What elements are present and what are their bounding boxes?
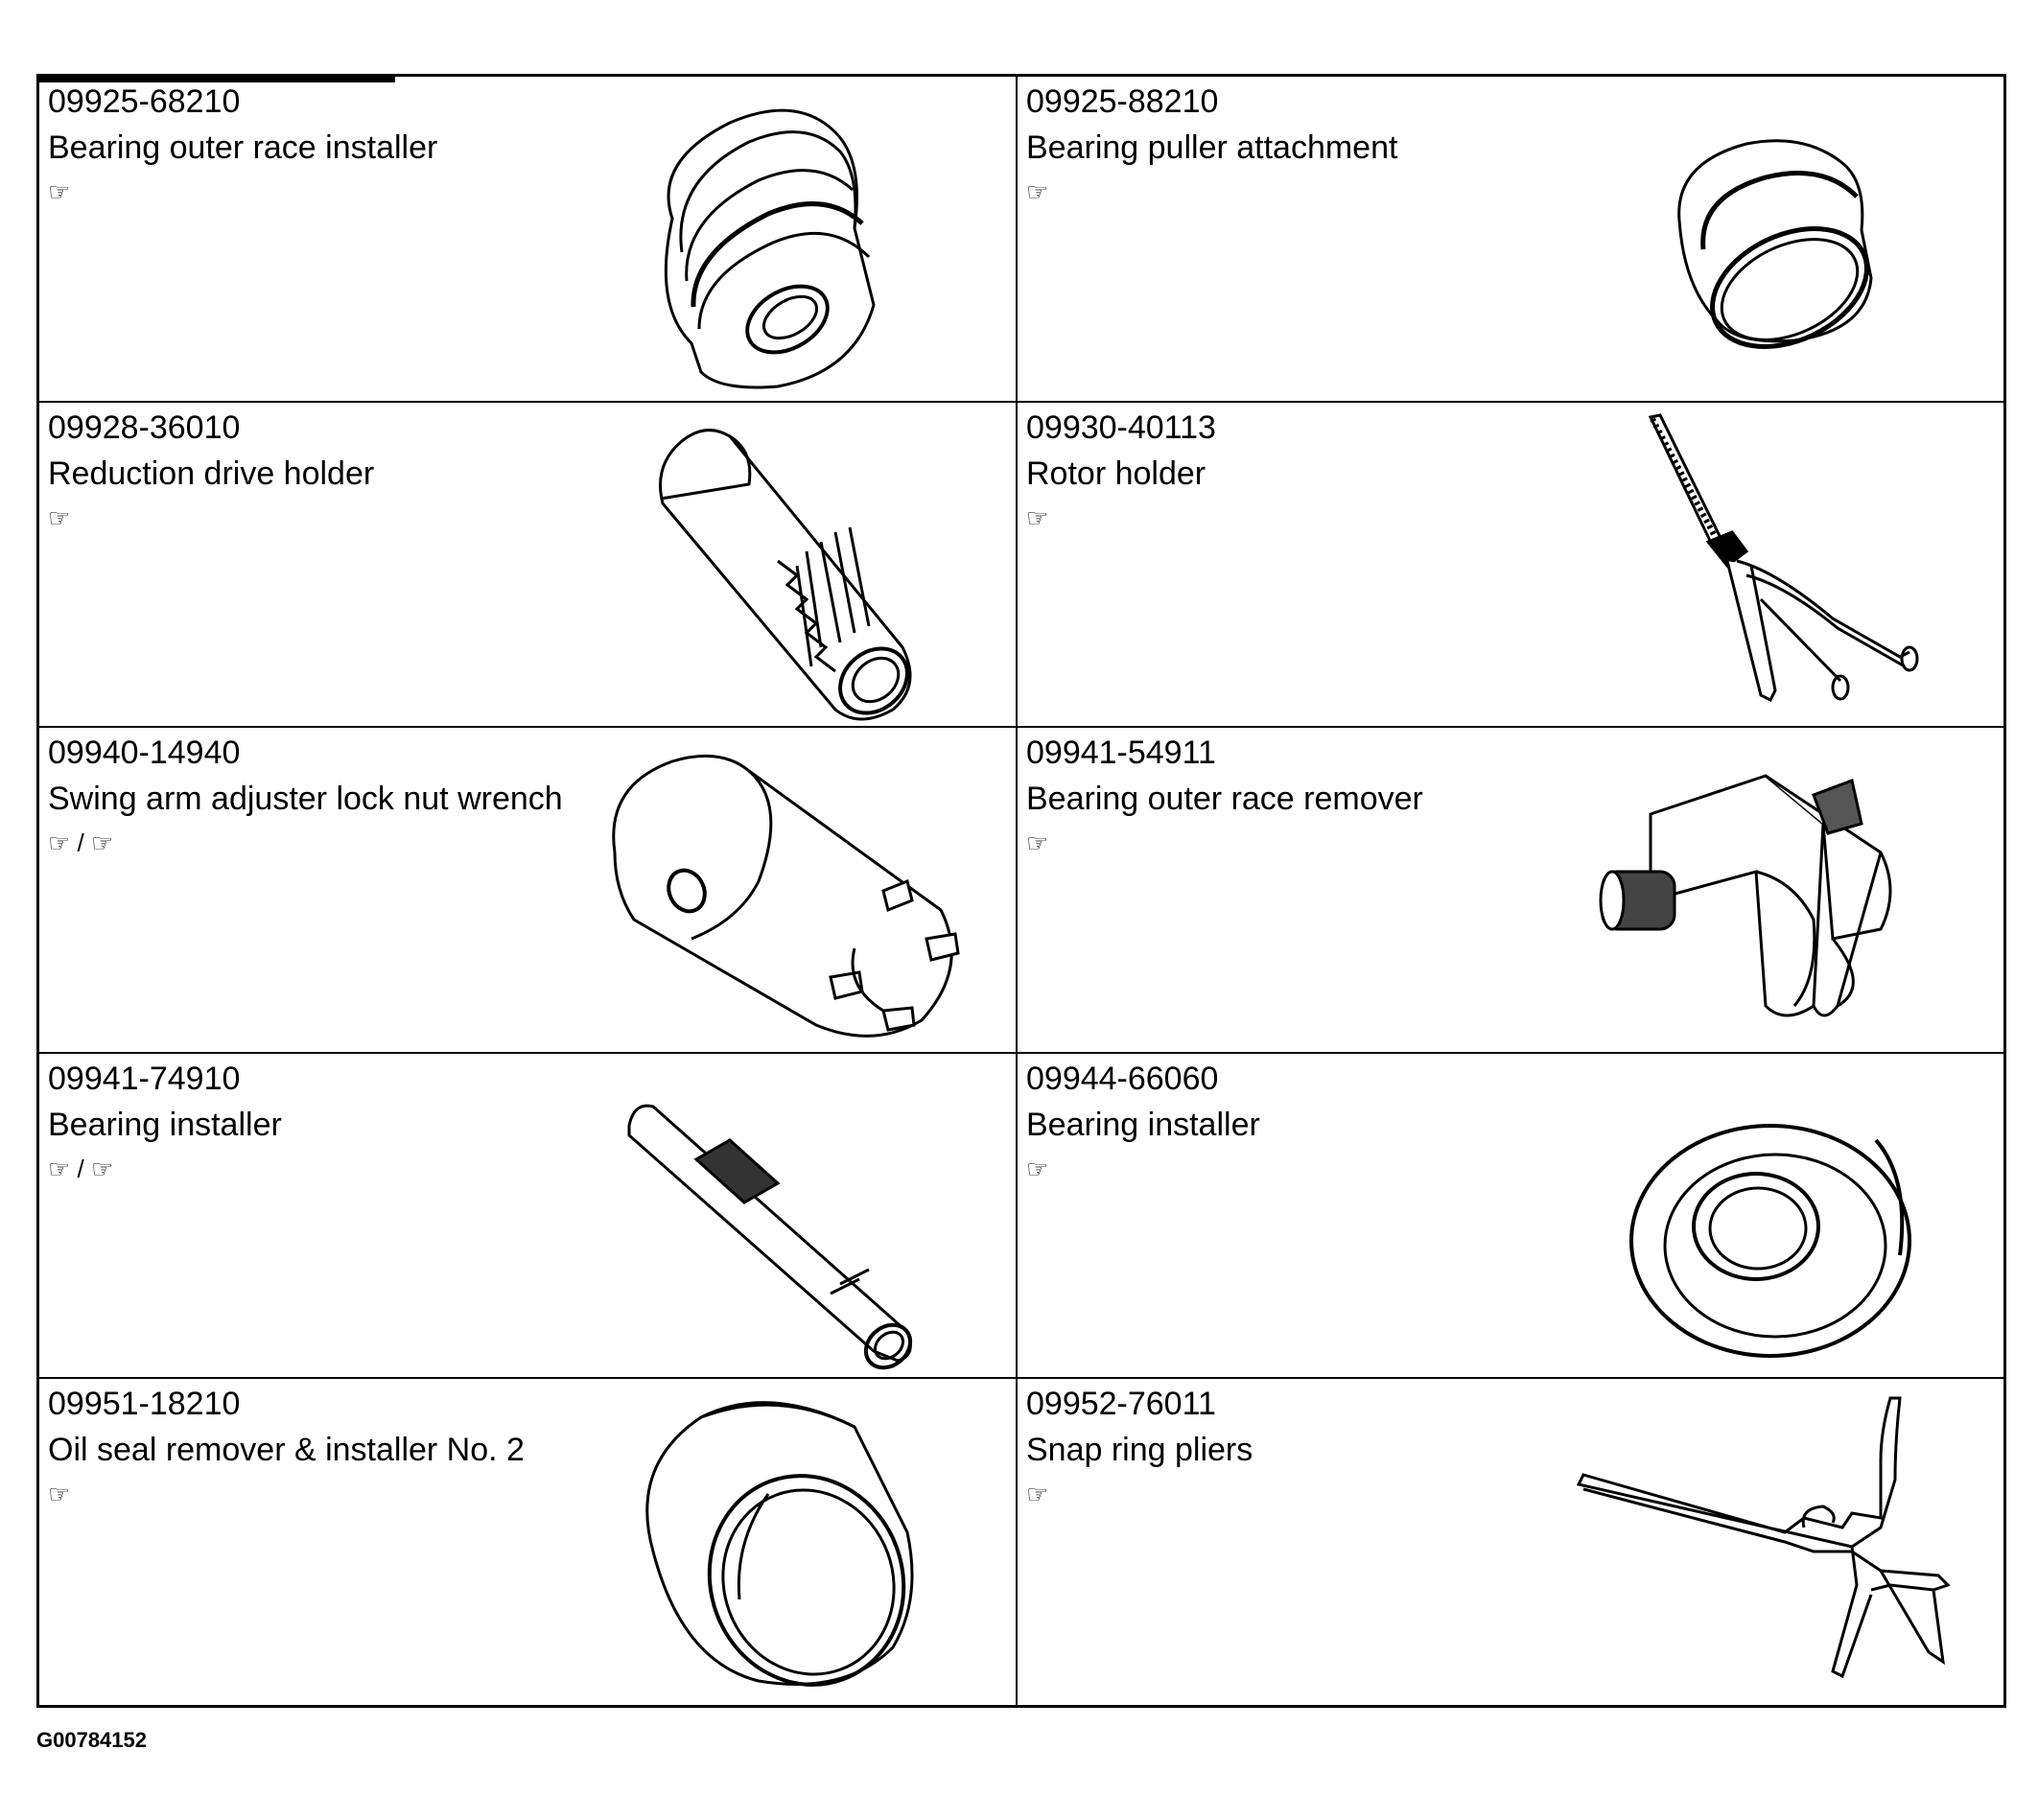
tool-cell: 09944-66060 Bearing installer ☞: [1018, 1054, 2003, 1380]
tool-description: Rotor holder: [1026, 455, 1206, 492]
tool-cell: 09930-40113 Rotor holder ☞: [1018, 403, 2003, 729]
tool-text: 09940-14940 Swing arm adjuster lock nut …: [48, 730, 585, 860]
bearing-installer-shaft-icon: [615, 1092, 931, 1370]
tool-cell: 09940-14940 Swing arm adjuster lock nut …: [39, 728, 1018, 1054]
tool-code: 09941-54911: [1026, 735, 1216, 772]
tool-text: 09925-88210 Bearing puller attachment ☞: [1026, 79, 1563, 209]
tool-cell: 09941-74910 Bearing installer ☞ / ☞: [39, 1053, 1018, 1380]
tool-cell: 09928-36010 Reduction drive holder ☞: [39, 402, 1018, 729]
snap-ring-pliers-icon: [1564, 1384, 1986, 1700]
tool-description: Oil seal remover & installer No. 2: [48, 1432, 525, 1469]
bearing-puller-attachment-icon: [1660, 125, 1909, 355]
tool-code: 09952-76011: [1026, 1386, 1216, 1423]
reference-icon: ☞ / ☞: [48, 1154, 114, 1183]
header-rule: [38, 77, 395, 82]
reference-icon: ☞: [1026, 177, 1049, 206]
tool-text: 09941-54911 Bearing outer race remover ☞: [1026, 730, 1563, 860]
tool-cell: 09925-68210 Bearing outer race installer…: [39, 77, 1018, 403]
tool-code: 09928-36010: [48, 408, 241, 446]
tool-text: 09941-74910 Bearing installer ☞ / ☞: [48, 1056, 585, 1186]
reference-icon: ☞: [1026, 1154, 1049, 1183]
lock-nut-wrench-icon: [596, 737, 998, 1044]
reference-icon: ☞: [1026, 828, 1049, 858]
tool-code: 09944-66060: [1026, 1060, 1219, 1097]
tool-text: 09925-68210 Bearing outer race installer…: [48, 79, 585, 209]
reference-icon: ☞: [48, 1480, 71, 1509]
figure-id: G00784152: [36, 1728, 147, 1752]
tool-description: Bearing outer race installer: [48, 129, 438, 166]
reference-icon: ☞ / ☞: [48, 828, 114, 858]
reference-icon: ☞: [1026, 1480, 1049, 1509]
bearing-outer-race-remover-icon: [1593, 757, 1977, 1044]
tool-code: 09940-14940: [48, 735, 241, 772]
reference-icon: ☞: [48, 177, 71, 206]
tool-cell: 09951-18210 Oil seal remover & installer…: [39, 1379, 1018, 1705]
reference-icon: ☞: [1026, 502, 1049, 532]
tool-code: 09930-40113: [1026, 408, 1216, 446]
tool-description: Bearing puller attachment: [1026, 129, 1398, 166]
bearing-outer-race-installer-icon: [615, 84, 960, 396]
tool-text: 09928-36010 Reduction drive holder ☞: [48, 405, 585, 535]
tool-text: 09951-18210 Oil seal remover & installer…: [48, 1381, 585, 1511]
tool-description: Bearing installer: [48, 1106, 282, 1143]
oil-seal-installer-icon: [624, 1388, 931, 1695]
tools-grid: 09925-68210 Bearing outer race installer…: [39, 77, 2003, 1705]
reference-icon: ☞: [48, 502, 71, 532]
tool-description: Snap ring pliers: [1026, 1432, 1253, 1469]
tool-description: Bearing outer race remover: [1026, 781, 1423, 818]
tool-text: 09930-40113 Rotor holder ☞: [1026, 405, 1563, 535]
tool-code: 09925-68210: [48, 83, 241, 120]
tool-code: 09951-18210: [48, 1386, 241, 1423]
tool-cell: 09941-54911 Bearing outer race remover ☞: [1018, 728, 2003, 1054]
tool-code: 09941-74910: [48, 1060, 241, 1097]
tool-cell: 09952-76011 Snap ring pliers ☞: [1018, 1379, 2003, 1705]
tool-description: Swing arm adjuster lock nut wrench: [48, 781, 563, 818]
bearing-installer-ring-icon: [1612, 1102, 1919, 1370]
tool-cell: 09925-88210 Bearing puller attachment ☞: [1018, 77, 2003, 403]
reduction-drive-holder-icon: [615, 408, 960, 724]
special-tools-table: 09925-68210 Bearing outer race installer…: [36, 74, 2006, 1708]
tool-description: Reduction drive holder: [48, 455, 375, 492]
tool-text: 09952-76011 Snap ring pliers ☞: [1026, 1381, 1563, 1511]
tool-text: 09944-66060 Bearing installer ☞: [1026, 1056, 1563, 1186]
tool-code: 09925-88210: [1026, 83, 1219, 120]
tool-description: Bearing installer: [1026, 1106, 1260, 1143]
rotor-holder-icon: [1593, 408, 1977, 724]
